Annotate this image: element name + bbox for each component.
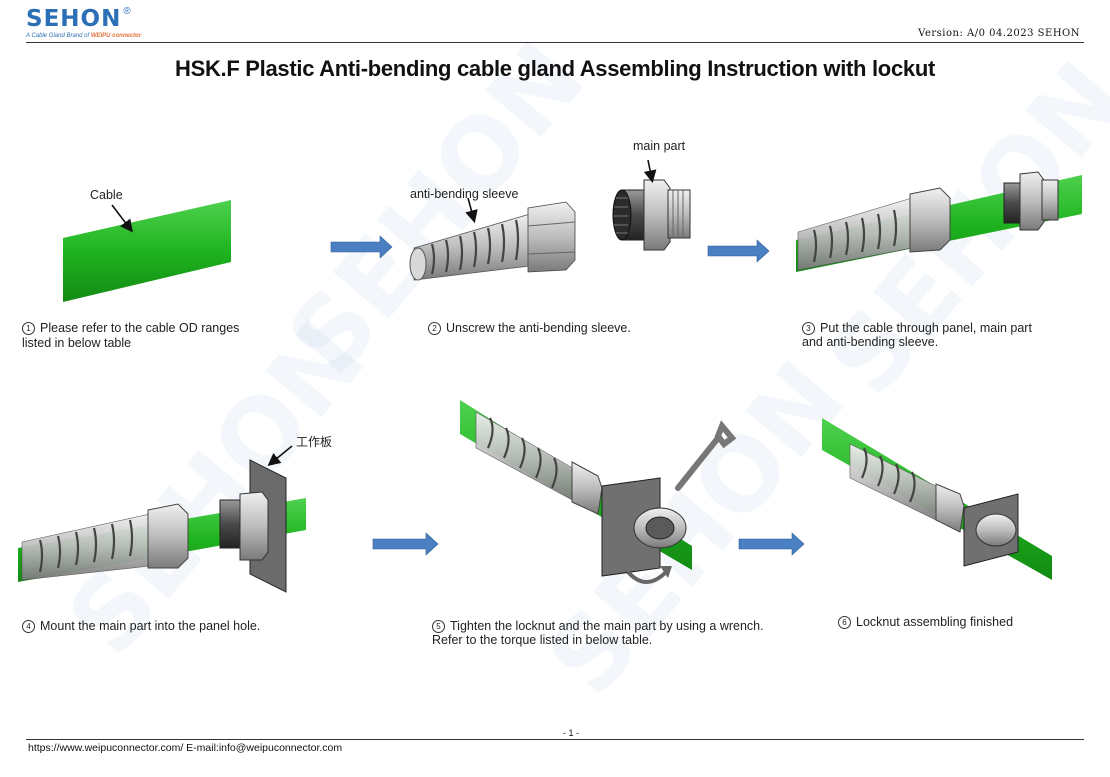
callout-anti-bending-sleeve: anti-bending sleeve	[410, 187, 519, 201]
logo-registered-mark: ®	[123, 6, 131, 17]
step4-mount-illustration	[18, 445, 306, 593]
page-number: - 1 -	[563, 728, 580, 738]
logo-tagline-brand: WEIPU connector	[90, 33, 142, 39]
callout-main-part: main part	[633, 139, 686, 153]
logo-tagline-prefix: A Cable Gland Brand of	[26, 33, 90, 39]
step-number-badge: 3	[802, 322, 815, 335]
step1-cable-illustration	[63, 200, 231, 302]
process-arrow	[707, 239, 770, 263]
step3-assembly-illustration	[796, 171, 1082, 272]
page-title: HSK.F Plastic Anti-bending cable gland A…	[175, 56, 935, 81]
step-number-badge: 6	[838, 616, 851, 629]
step6-finished-illustration	[822, 418, 1052, 580]
callout-cable: Cable	[90, 188, 123, 202]
step-number-badge: 2	[428, 322, 441, 335]
footer-contact: https://www.weipuconnector.com/ E-mail:i…	[28, 742, 343, 754]
footer-divider	[26, 739, 1084, 740]
step2-main-part-illustration	[612, 159, 691, 251]
step-number-badge: 5	[432, 620, 445, 633]
process-arrow	[738, 532, 805, 556]
header-divider	[26, 42, 1084, 43]
process-arrow	[372, 532, 439, 556]
step5-tighten-illustration	[460, 400, 737, 584]
logo-tagline: A Cable Gland Brand of WEIPU connector	[26, 33, 141, 39]
sehon-logo: SEHON® A Cable Gland Brand of WEIPU conn…	[26, 6, 141, 39]
logo-text: SEHON	[26, 6, 122, 32]
callout-panel: 工作板	[296, 435, 333, 449]
version-label: Version: A/0 04.2023 SEHON	[918, 28, 1080, 39]
step2-sleeve-illustration	[409, 197, 576, 281]
step-number-badge: 1	[22, 322, 35, 335]
step-number-badge: 4	[22, 620, 35, 633]
process-arrow	[330, 235, 393, 259]
